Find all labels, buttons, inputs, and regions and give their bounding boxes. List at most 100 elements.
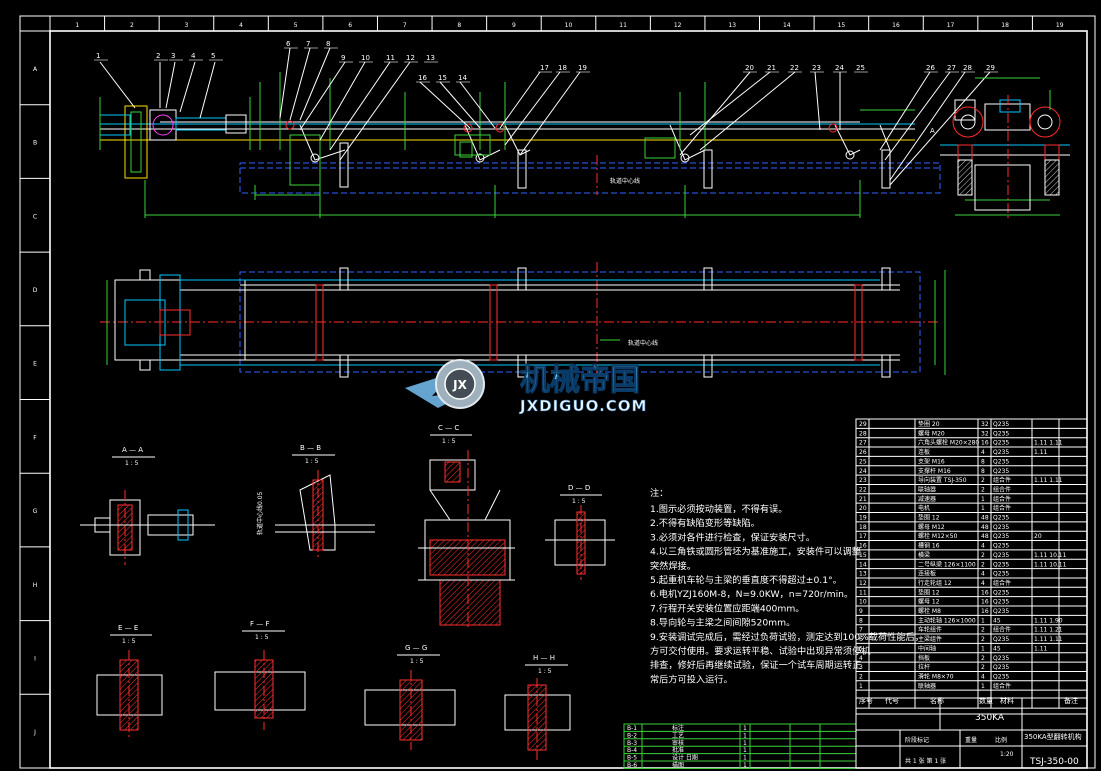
bom-material: Q235	[993, 421, 1009, 428]
revision-ref: B-2	[627, 732, 637, 739]
bom-name: 支撑杆 M16	[918, 467, 951, 475]
bom-material: 45	[993, 617, 1001, 624]
bom-remark: 1.11 10.11	[1034, 561, 1067, 568]
callout-number: 27	[947, 64, 956, 72]
title-block: 350KA 350KA型翻转机构 TSJ-350-00 阶段标记 重量 比例 1…	[855, 697, 1088, 769]
bom-name: 联轴器	[918, 682, 936, 690]
callout-number: 17	[540, 64, 549, 72]
section-e: E — E 1 : 5	[96, 624, 163, 740]
callout-number: 25	[856, 64, 865, 72]
bom-material: 组合件	[993, 485, 1011, 493]
bom-seq: 21	[859, 496, 867, 503]
bom-material: Q235	[993, 571, 1009, 578]
note-line: 8.导向轮与主梁之间间隙520mm。	[650, 617, 795, 629]
zone-row-label: F	[33, 434, 37, 441]
zone-col-label: 16	[892, 22, 900, 29]
zone-row-label: G	[33, 508, 38, 515]
bom-seq: 25	[859, 458, 867, 465]
section-b-scale: 1 : 5	[305, 458, 319, 465]
zone-col-label: 18	[1001, 22, 1009, 29]
bom-material: Q235	[993, 608, 1009, 615]
bom-name: 电机	[918, 504, 930, 512]
section-h: H — H 1 : 5	[504, 654, 571, 760]
bom-seq: 22	[859, 486, 867, 493]
bom-header-cell: 数量	[979, 696, 993, 705]
bom-material: Q235	[993, 430, 1009, 437]
bom-seq: 7	[859, 627, 863, 634]
bom-seq: 2	[859, 673, 863, 680]
bom-remark: 1.11 1.11	[1034, 636, 1063, 643]
title-weight-label: 重量	[965, 736, 977, 744]
drawing-title: 350KA型翻转机构	[1024, 732, 1082, 741]
bom-seq: 15	[859, 552, 867, 559]
callout-number: 15	[438, 74, 447, 82]
bom-header-cell: 备注	[1064, 696, 1078, 705]
section-marker-a: A	[930, 127, 935, 135]
section-a-title: A — A	[122, 446, 143, 454]
bom-qty: 48	[981, 533, 989, 540]
zone-col-label: 1	[75, 22, 79, 29]
zone-col-label: 17	[947, 22, 955, 29]
bom-seq: 27	[859, 440, 867, 447]
section-e-scale: 1 : 5	[122, 638, 136, 645]
callout-number: 2	[156, 52, 160, 60]
bom-qty: 1	[981, 505, 985, 512]
centerline-label-top: 轨道中心线	[610, 177, 640, 185]
section-h-scale: 1 : 5	[538, 668, 552, 675]
bom-remark: 1.11	[1034, 449, 1048, 456]
bom-qty: 2	[981, 627, 985, 634]
callout-number: 11	[386, 54, 395, 62]
bom-material: Q235	[993, 458, 1009, 465]
bom-qty: 2	[981, 486, 985, 493]
watermark-logo: JX 机械帝国 JXDIGUO.COM	[405, 359, 647, 415]
bom-material: Q235	[993, 561, 1009, 568]
bom-qty: 2	[981, 664, 985, 671]
section-g-title: G — G	[405, 644, 427, 652]
section-a-scale: 1 : 5	[125, 460, 139, 467]
bom-name: 槽钢 16	[918, 542, 940, 550]
bom-seq: 23	[859, 477, 867, 484]
note-line: 1.图示必须按动装置，不得有误。	[650, 503, 787, 515]
bom-qty: 4	[981, 673, 985, 680]
note-line: 排查，修好后再继续试验，保证一个试车周期运转正	[650, 659, 861, 671]
callout-number: 20	[745, 64, 754, 72]
end-view	[940, 77, 1070, 220]
section-a: A — A 1 : 5	[80, 446, 215, 565]
callout-number: 13	[426, 54, 435, 62]
bom-seq: 18	[859, 524, 867, 531]
revision-ref: B-1	[627, 725, 637, 732]
bom-header-cell: 代号	[885, 696, 899, 705]
zone-col-label: 14	[783, 22, 791, 29]
note-line: 6.电机YZJ160M-8，N=9.0KW，n=720r/min。	[650, 588, 853, 600]
bom-material: Q235	[993, 589, 1009, 596]
bom-seq: 11	[859, 589, 867, 596]
bom-name: 六角头螺栓 M20×280	[918, 439, 979, 447]
section-h-title: H — H	[533, 654, 555, 662]
section-g-scale: 1 : 5	[410, 658, 424, 665]
zone-row-label: C	[33, 213, 37, 220]
bom-name: 支架 M16	[918, 457, 945, 465]
callout-number: 19	[578, 64, 587, 72]
bom-qty: 4	[981, 571, 985, 578]
centerline-label-plan: 轨道中心线	[628, 339, 658, 347]
section-b-title: B — B	[300, 444, 321, 452]
bom-seq: 24	[859, 468, 867, 475]
callout-number: 29	[986, 64, 995, 72]
section-c: C — C 1 : 5	[418, 424, 515, 630]
plan-view: 轨道中心线	[100, 262, 946, 385]
callout-number: 16	[418, 74, 427, 82]
title-stage: 阶段标记	[905, 736, 929, 744]
zone-col-label: 2	[130, 22, 134, 29]
zone-col-label: 3	[185, 22, 189, 29]
bom-remark: 1.11 1.11	[1034, 477, 1063, 484]
zone-row-label: E	[33, 361, 37, 368]
revision-ref: B-5	[627, 755, 637, 762]
bom-remark: 1.11 10.11	[1034, 552, 1067, 559]
callout-number: 3	[171, 52, 175, 60]
section-f-scale: 1 : 5	[255, 634, 269, 641]
watermark-brand-en: JXDIGUO.COM	[519, 397, 647, 415]
callout-number: 26	[926, 64, 935, 72]
bom-material: Q235	[993, 664, 1009, 671]
